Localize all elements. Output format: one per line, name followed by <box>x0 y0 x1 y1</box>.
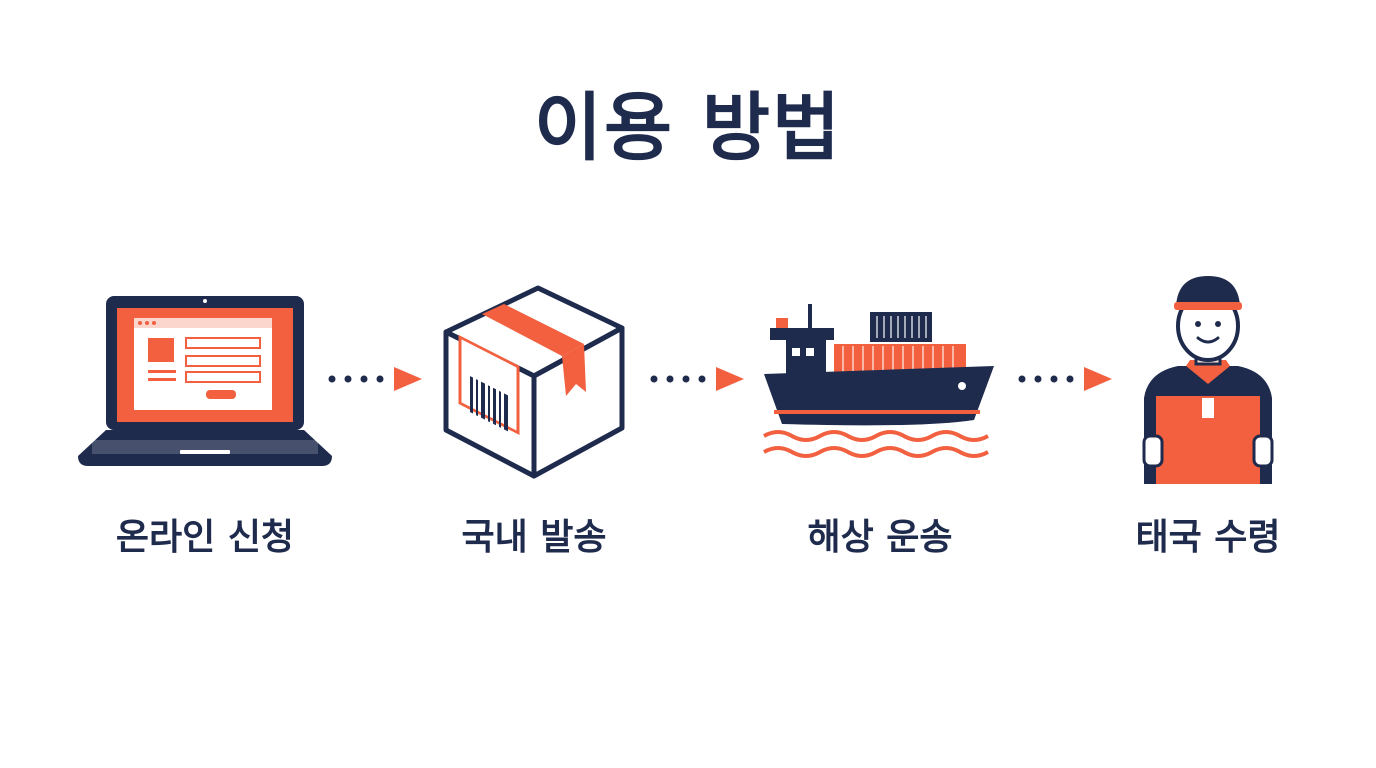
delivery-person-icon <box>1126 272 1290 486</box>
arrow-connector <box>648 364 748 394</box>
page-title: 이용 방법 <box>533 85 843 171</box>
step-label-online-application: 온라인 신청 <box>115 517 295 558</box>
laptop-icon <box>76 294 334 470</box>
step-label-sea-freight: 해상 운송 <box>807 517 953 558</box>
step-label-domestic-shipping: 국내 발송 <box>461 517 607 558</box>
step-label-thailand-receipt: 태국 수령 <box>1135 517 1281 558</box>
arrow-connector <box>1016 364 1116 394</box>
cargo-ship-icon <box>762 300 998 468</box>
package-icon <box>442 284 626 480</box>
arrow-connector <box>326 364 426 394</box>
